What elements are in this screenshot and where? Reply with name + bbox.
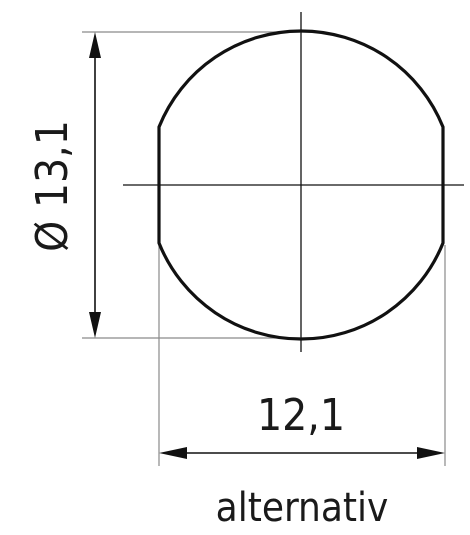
width-arrow-left xyxy=(159,447,187,459)
diameter-arrow-bottom xyxy=(89,312,101,338)
part-outline xyxy=(157,29,445,341)
width-arrow-right xyxy=(417,447,445,459)
caption-label: alternativ xyxy=(216,485,389,531)
diameter-arrow-top xyxy=(89,32,101,58)
width-label: 12,1 xyxy=(257,390,345,441)
diameter-label: Ø 13,1 xyxy=(27,120,78,252)
